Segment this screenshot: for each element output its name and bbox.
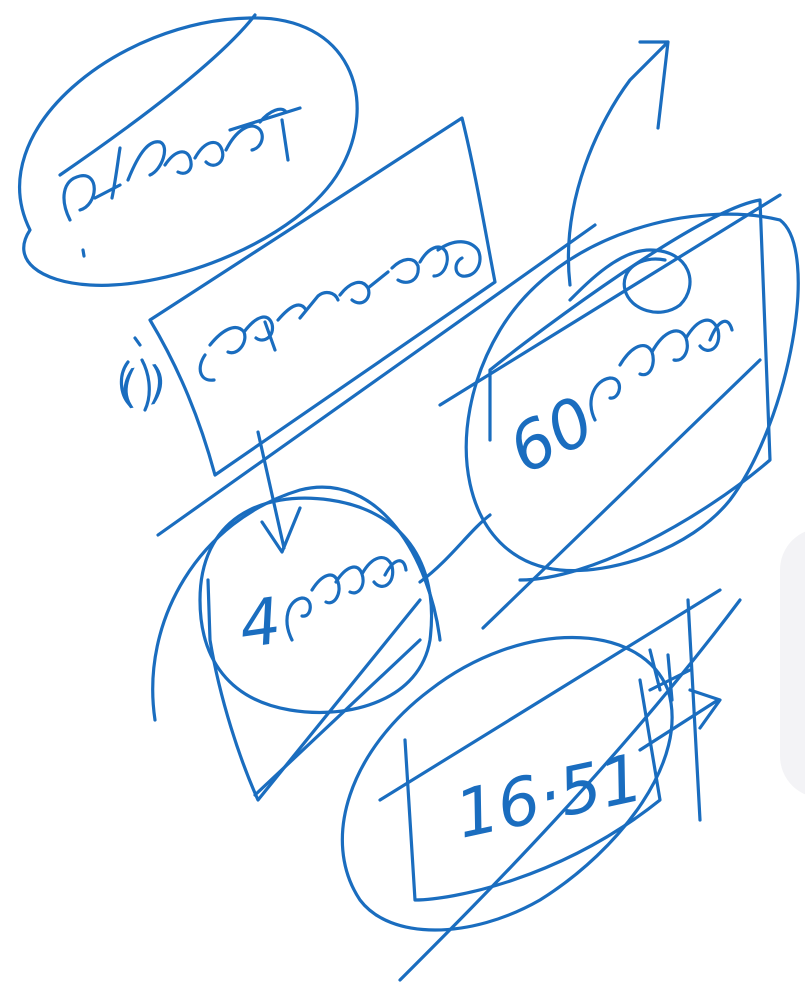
top-oval-dot (81, 248, 86, 258)
right-oval-inner-rect (488, 198, 772, 582)
top-oval-inner-stroke (58, 13, 257, 177)
bottom-oval-label: 16·51 (449, 739, 650, 854)
right-oval-extra-line (438, 193, 782, 407)
bottom-oval-right-edge (686, 598, 702, 822)
tilted-box-node (119, 116, 597, 537)
down-arrow (256, 430, 302, 554)
middle-circle-outer-arc (151, 485, 442, 722)
right-oval-node: 60 (438, 40, 800, 630)
right-oval-loop-inner (568, 248, 692, 314)
tilted-box-extended-line (156, 223, 597, 537)
connector-circle-to-right-oval (418, 513, 492, 584)
parenthetical-mark: ( ) (115, 356, 171, 415)
bottom-oval-squiggle (648, 648, 692, 702)
tilted-box-script (119, 240, 482, 412)
top-oval-outline (18, 16, 359, 287)
tilted-box-outline (148, 116, 497, 477)
right-oval-script (589, 318, 734, 422)
bottom-oval-arrow (638, 688, 722, 752)
top-oval-node (18, 13, 359, 287)
bottom-oval-diag-line (378, 588, 722, 802)
middle-circle-script (285, 556, 408, 642)
middle-circle-stroke (253, 638, 422, 797)
down-arrow-shaft (256, 430, 286, 550)
middle-circle-inner-rect (206, 578, 422, 802)
bottom-oval-outline (340, 635, 674, 932)
bottom-oval-outer-line (398, 598, 742, 982)
middle-circle-label: 4 (235, 584, 286, 663)
top-oval-script (62, 106, 302, 222)
side-panel (780, 528, 805, 798)
right-oval-extra-line-2 (481, 358, 762, 630)
middle-circle-node: 4 (151, 485, 442, 802)
down-arrow-head (260, 506, 302, 554)
right-oval-loop (566, 40, 670, 287)
bottom-oval-inner-rect (403, 678, 662, 902)
bottom-oval-node: 16·51 (340, 588, 742, 982)
